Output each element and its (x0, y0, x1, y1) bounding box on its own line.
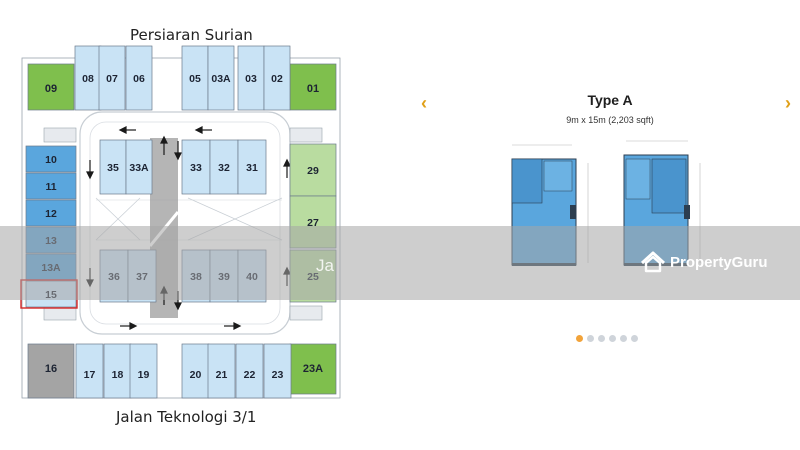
unit-label-31: 31 (246, 162, 258, 174)
chevron-left-icon[interactable]: ‹ (421, 93, 427, 113)
unit-lot-23[interactable] (263, 343, 292, 399)
unit-label-02: 02 (271, 73, 283, 85)
pager-dot[interactable] (587, 335, 594, 342)
pager-dot[interactable] (609, 335, 616, 342)
floor-plan-ground (511, 144, 589, 266)
unit-lot-35[interactable] (99, 139, 127, 195)
unit-lot-31[interactable] (237, 139, 267, 195)
pager-dot[interactable] (631, 335, 638, 342)
unit-lot-09[interactable] (27, 63, 75, 111)
unit-lot-07[interactable] (98, 45, 126, 111)
unit-label-35: 35 (107, 162, 119, 174)
unit-lot-03A[interactable] (207, 45, 235, 111)
floor-plan-drawings (511, 140, 701, 266)
unit-lot-11[interactable] (25, 172, 77, 200)
unit-label-40: 40 (246, 271, 258, 283)
unit-label-22: 22 (244, 369, 256, 381)
unit-lot-18[interactable] (103, 343, 132, 399)
unit-lot-08[interactable] (74, 45, 102, 111)
unit-lot-23A[interactable] (289, 343, 337, 395)
unit-label-03: 03 (245, 73, 257, 85)
unit-label-39: 39 (218, 271, 230, 283)
unit-label-10: 10 (45, 154, 57, 166)
unit-lot-32[interactable] (209, 139, 239, 195)
unit-label-23A: 23A (303, 363, 323, 375)
unit-label-08: 08 (82, 73, 94, 85)
unit-label-37: 37 (136, 271, 148, 283)
unit-label-20: 20 (190, 369, 202, 381)
unit-lot-20[interactable] (181, 343, 210, 399)
unit-type-title: Type A (587, 92, 633, 108)
unit-lot-16[interactable] (27, 343, 75, 399)
unit-lot-10[interactable] (25, 145, 77, 173)
unit-lot-06[interactable] (125, 45, 153, 111)
unit-lot-33A[interactable] (125, 139, 153, 195)
unit-lot-17[interactable] (75, 343, 104, 399)
unit-label-32: 32 (218, 162, 230, 174)
unit-label-06: 06 (133, 73, 145, 85)
floor-plan-first (623, 140, 701, 266)
pager-dot[interactable] (576, 335, 583, 342)
unit-label-29: 29 (307, 165, 319, 177)
unit-label-25: 25 (307, 271, 319, 283)
unit-label-09: 09 (45, 83, 57, 95)
unit-lot-21[interactable] (207, 343, 236, 399)
unit-label-21: 21 (216, 369, 228, 381)
street-name-top: Persiaran Surian (130, 26, 253, 44)
unit-label-27: 27 (307, 217, 319, 229)
unit-label-17: 17 (84, 369, 96, 381)
unit-label-38: 38 (190, 271, 202, 283)
unit-label-15: 15 (45, 289, 57, 301)
unit-label-16: 16 (45, 363, 57, 375)
unit-label-03A: 03A (211, 73, 231, 85)
pager-dot[interactable] (620, 335, 627, 342)
pager-dot[interactable] (598, 335, 605, 342)
unit-label-13A: 13A (41, 262, 61, 274)
unit-label-05: 05 (189, 73, 201, 85)
unit-dimensions: 9m x 15m (2,203 sqft) (566, 115, 654, 125)
unit-label-13: 13 (45, 235, 57, 247)
unit-lot-22[interactable] (235, 343, 264, 399)
unit-lot-12[interactable] (25, 199, 77, 227)
street-name-bottom: Jalan Teknologi 3/1 (116, 408, 257, 426)
unit-label-12: 12 (45, 208, 57, 220)
unit-label-01: 01 (307, 83, 319, 95)
unit-label-11: 11 (45, 181, 56, 193)
unit-label-33A: 33A (129, 162, 149, 174)
chevron-right-icon[interactable]: › (785, 93, 791, 113)
unit-lot-02[interactable] (263, 45, 291, 111)
unit-lot-01[interactable] (289, 63, 337, 111)
unit-label-18: 18 (112, 369, 124, 381)
unit-label-23: 23 (272, 369, 284, 381)
unit-label-36: 36 (108, 271, 120, 283)
unit-label-19: 19 (138, 369, 150, 381)
carousel-pager (576, 335, 638, 342)
unit-label-07: 07 (106, 73, 118, 85)
unit-lot-29[interactable] (289, 143, 337, 197)
unit-lot-19[interactable] (129, 343, 158, 399)
unit-label-33: 33 (190, 162, 202, 174)
unit-lot-33[interactable] (181, 139, 211, 195)
